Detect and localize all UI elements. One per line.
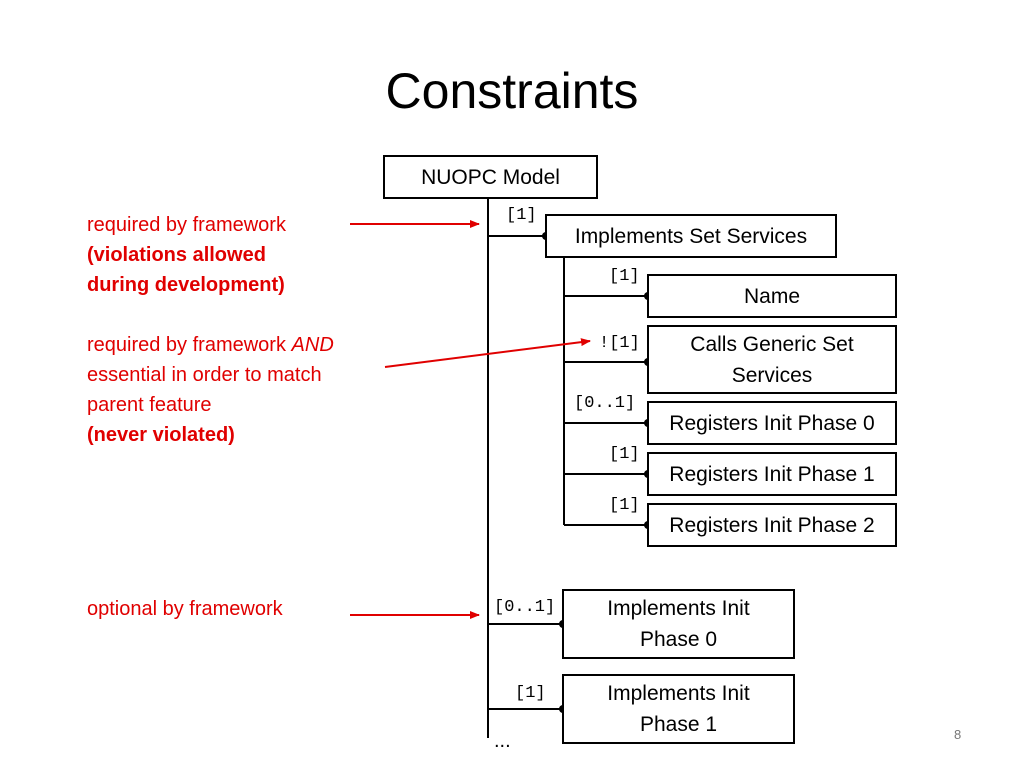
multiplicity-calls-generic: ![1] <box>599 334 640 353</box>
node-label: Registers Init Phase 2 <box>669 513 875 537</box>
note-line-bold: (violations allowed <box>87 244 266 266</box>
slide-title: Constraints <box>385 63 639 119</box>
node-label: NUOPC Model <box>421 165 560 189</box>
node-label-line2: Phase 0 <box>639 628 718 651</box>
multiplicity-set-services: [1] <box>506 206 537 225</box>
node-label-line1: Calls Generic Set <box>690 332 854 356</box>
note-optional-by-framework: optional by framework <box>87 594 283 624</box>
multiplicity-reg-phase0: [0..1] <box>574 394 636 413</box>
node-label: Implements Set Services <box>574 224 808 248</box>
node-nuopc-model: NUOPC Model <box>383 155 598 199</box>
note-line: required by framework <box>87 214 286 236</box>
node-calls-generic-set-services: Calls Generic Set Services <box>647 325 897 394</box>
node-label: Registers Init Phase 0 <box>669 411 875 435</box>
page-number: 8 <box>954 727 962 742</box>
note-line: essential in order to match <box>87 364 322 386</box>
node-registers-init-phase-0: Registers Init Phase 0 <box>647 401 897 445</box>
continuation-ellipsis: ... <box>494 730 511 752</box>
note-line: required by framework AND <box>87 330 334 360</box>
multiplicity-reg-phase2: [1] <box>609 496 640 515</box>
node-label-line1: Implements Init <box>607 682 750 705</box>
note-line: parent feature <box>87 394 212 416</box>
multiplicity-impl-phase1: [1] <box>515 684 546 703</box>
node-registers-init-phase-2: Registers Init Phase 2 <box>647 503 897 547</box>
multiplicity-impl-phase0: [0..1] <box>494 598 556 617</box>
node-implements-init-phase-1: Implements Init Phase 1 <box>562 674 795 744</box>
node-registers-init-phase-1: Registers Init Phase 1 <box>647 452 897 496</box>
node-label-line2: Services <box>731 363 813 387</box>
node-label-line2: Phase 1 <box>639 713 718 736</box>
note-essential: required by framework AND essential in o… <box>87 330 334 450</box>
note-line-bold: (never violated) <box>87 424 235 446</box>
note-required-by-framework: required by framework (violations allowe… <box>87 210 286 300</box>
note-line-emphasis: AND <box>291 334 334 356</box>
note-line-bold: during development) <box>87 274 285 296</box>
arrow-essential <box>384 338 591 368</box>
note-line-prefix: required by framework <box>87 334 292 356</box>
multiplicity-reg-phase1: [1] <box>609 445 640 464</box>
note-line: optional by framework <box>87 598 283 620</box>
node-label: Registers Init Phase 1 <box>669 462 875 486</box>
node-implements-set-services: Implements Set Services <box>545 214 837 258</box>
multiplicity-name: [1] <box>609 267 640 286</box>
node-implements-init-phase-0: Implements Init Phase 0 <box>562 589 795 659</box>
node-name: Name <box>647 274 897 318</box>
node-label: Name <box>743 284 801 308</box>
node-label-line1: Implements Init <box>607 597 750 620</box>
